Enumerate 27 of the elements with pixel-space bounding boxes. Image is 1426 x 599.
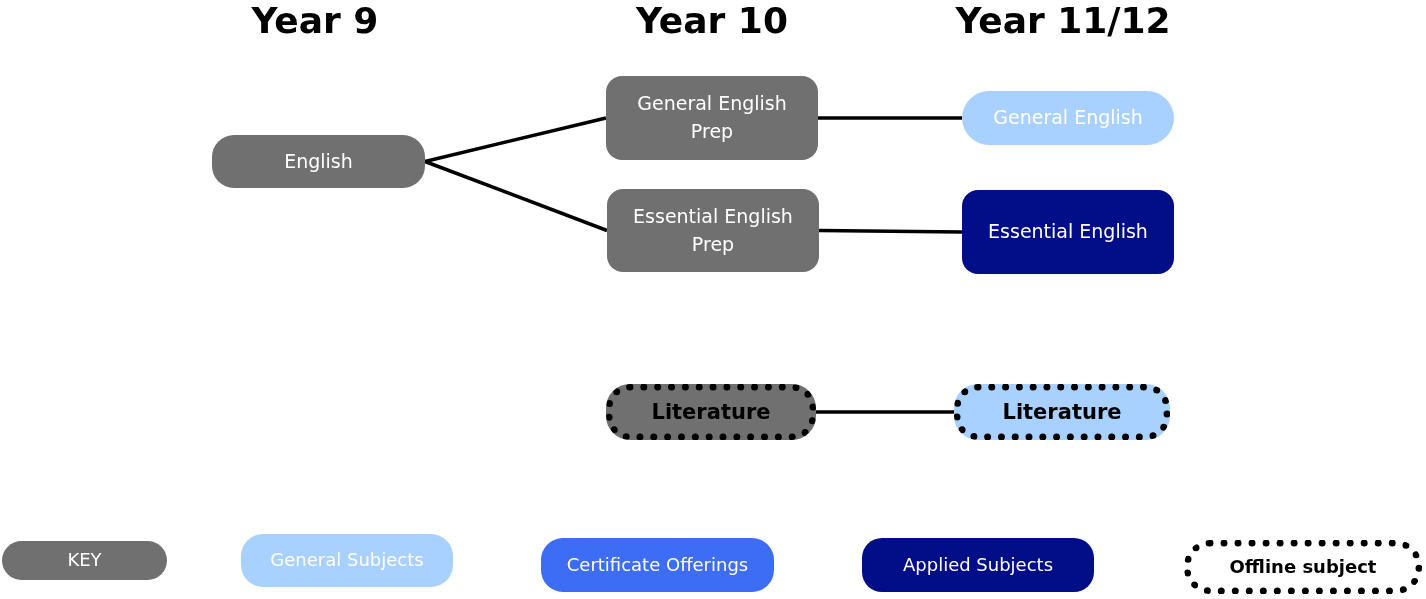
subject-name: Literature <box>651 398 771 426</box>
legend-label: Offline subject <box>1229 554 1377 579</box>
subject-name: Essential English Prep <box>632 203 794 257</box>
subject-box <box>607 189 819 272</box>
legend-label: Applied Subjects <box>902 552 1054 577</box>
connector-line <box>816 410 954 414</box>
subject-name: Literature <box>1002 398 1122 426</box>
subject-box <box>212 135 425 188</box>
offline-subject-box <box>606 384 816 440</box>
offline-subject-box <box>954 384 1170 440</box>
subject-box <box>962 91 1174 145</box>
connector-line <box>818 116 962 120</box>
connector-line <box>424 116 607 164</box>
legend-label: General Subjects <box>270 548 424 573</box>
subject-name: English <box>284 148 353 174</box>
connector-line <box>424 159 608 233</box>
subject-name: General English Prep <box>636 91 788 144</box>
legend-label: Certificate Offerings <box>566 552 749 577</box>
year-heading: Year 11/12 <box>955 0 1171 41</box>
connector-line <box>819 228 962 234</box>
legend-label: KEY <box>67 548 102 573</box>
subject-name: General English <box>993 105 1143 131</box>
subject-name: Essential English <box>988 219 1148 245</box>
year-heading: Year 9 <box>251 0 379 41</box>
subject-box <box>962 190 1174 274</box>
subject-box <box>606 76 818 160</box>
year-heading: Year 10 <box>636 0 788 41</box>
